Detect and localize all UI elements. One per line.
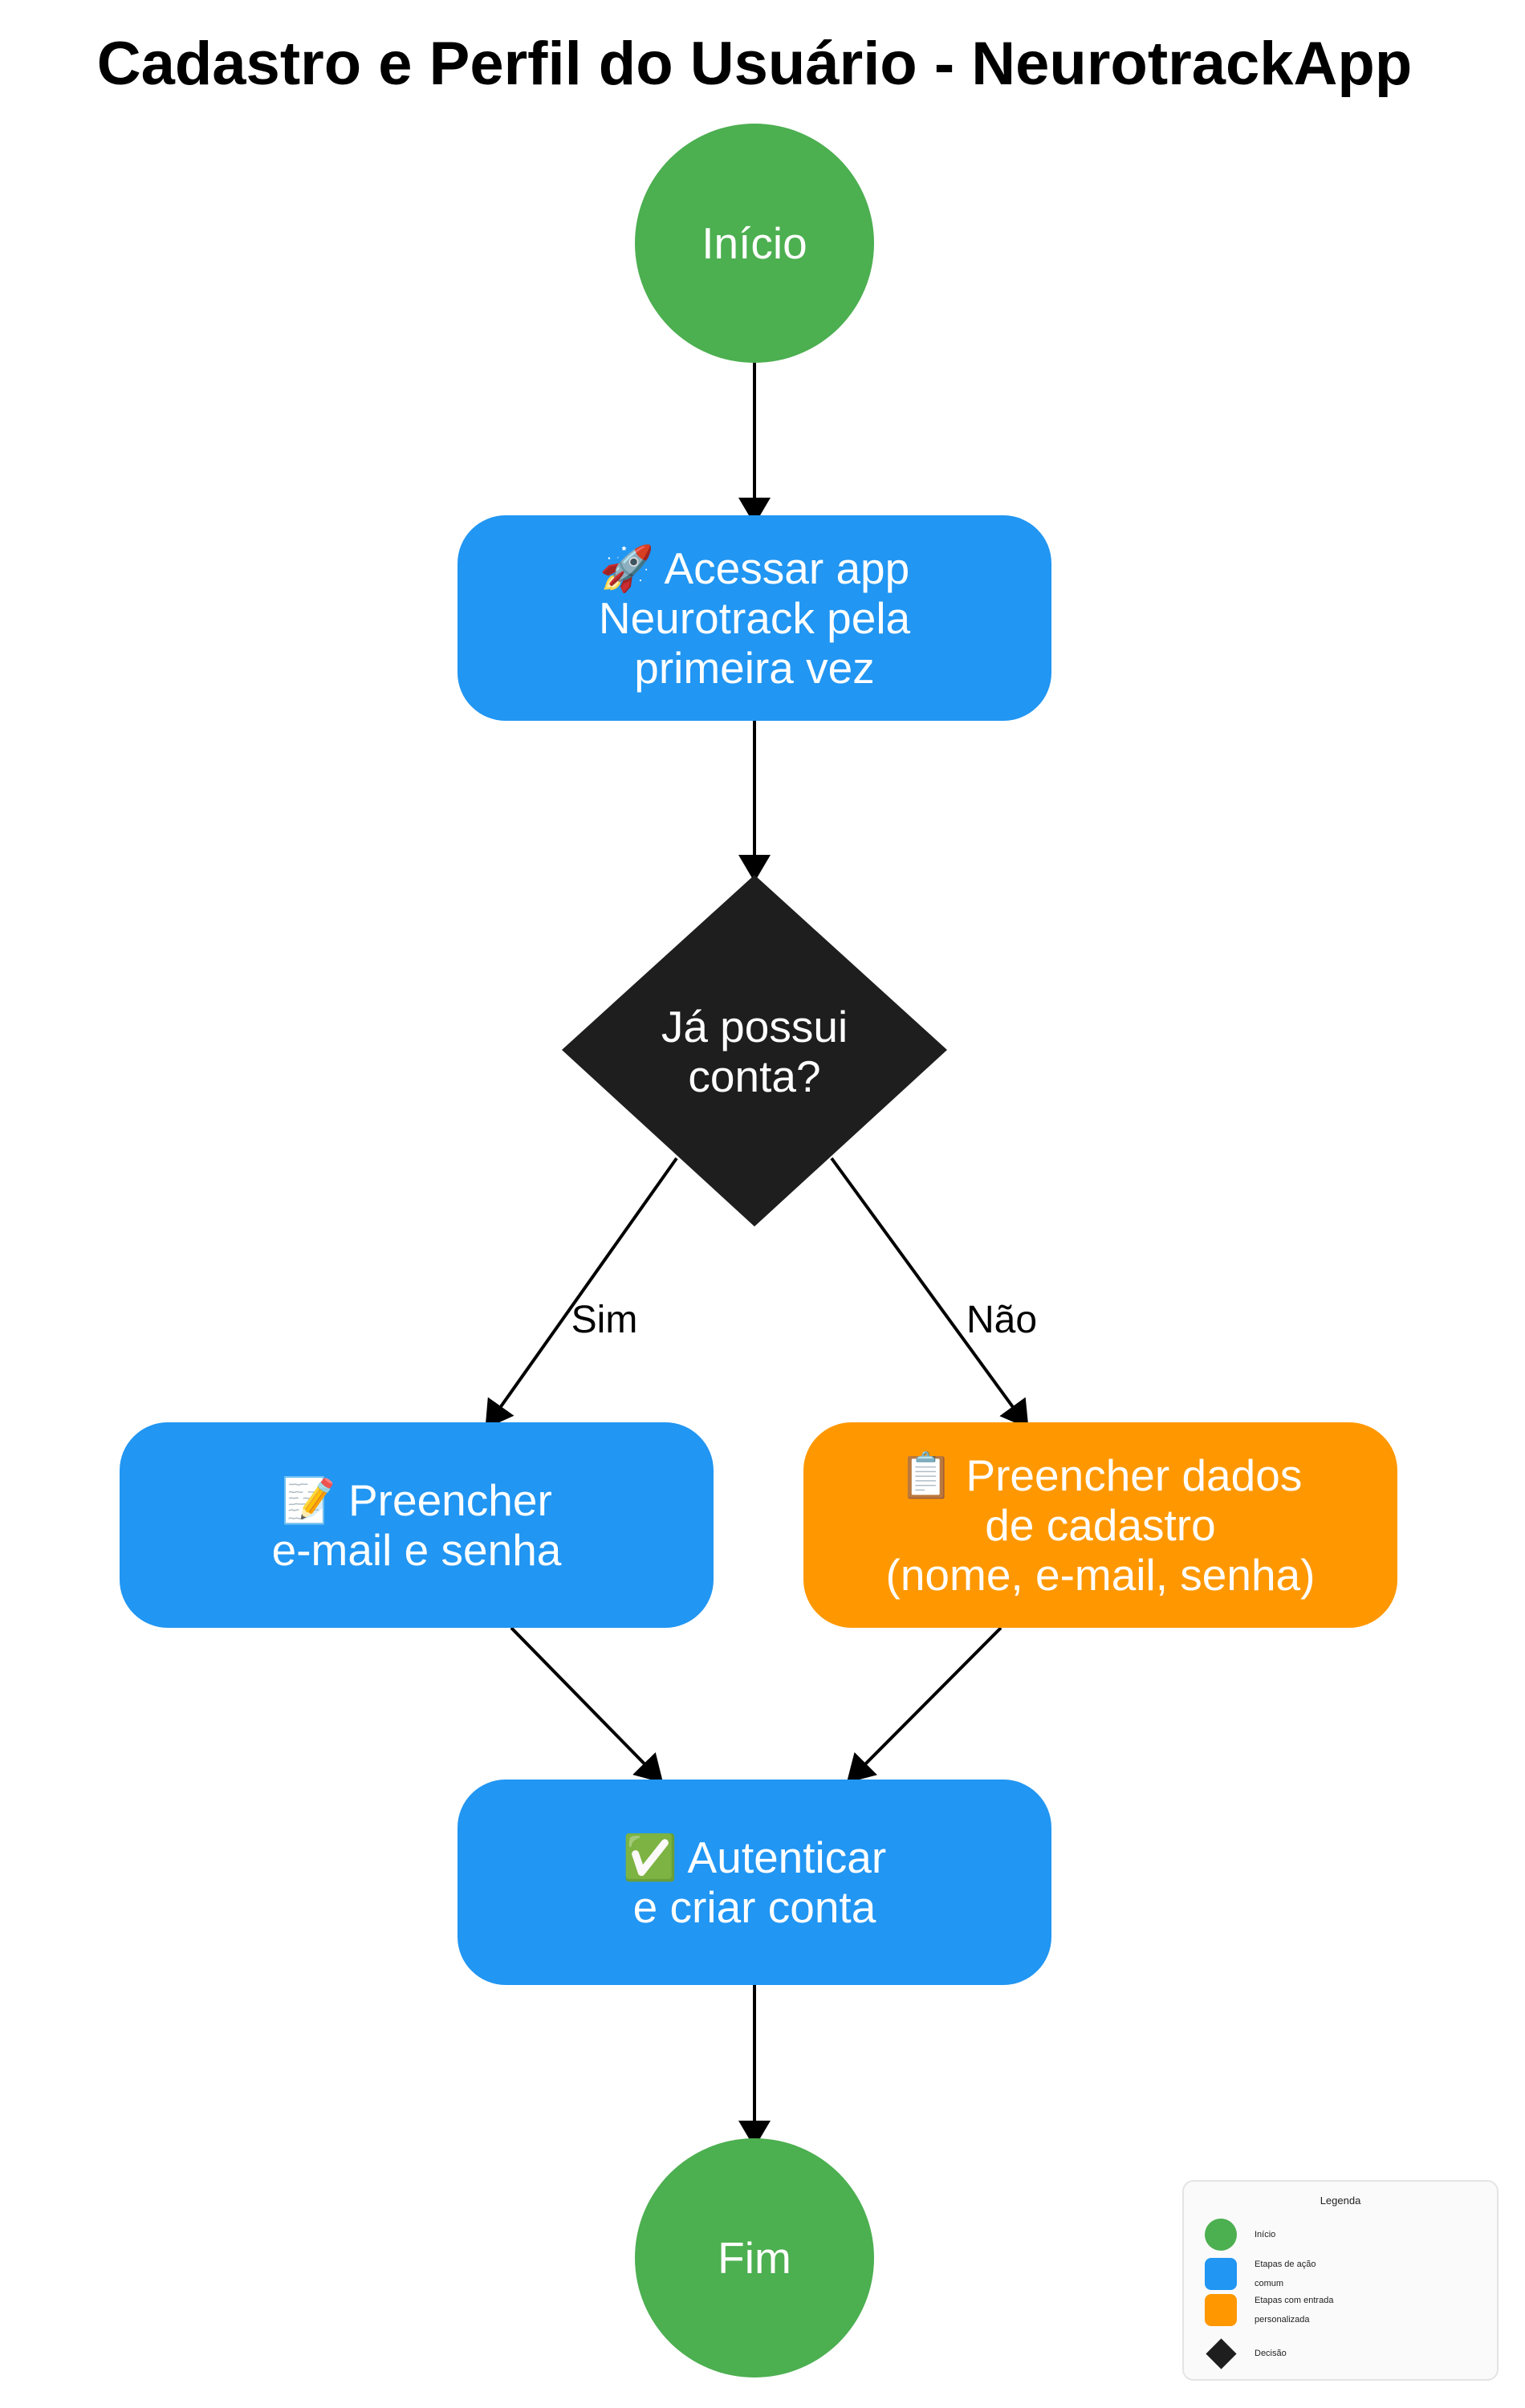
- end-node: Fim: [635, 2138, 874, 2377]
- edge-decision-yes: [485, 1157, 678, 1429]
- login-step-label: 📝 Preencher e-mail e senha: [271, 1475, 562, 1575]
- legend-item-decision: Decisão: [1205, 2337, 1343, 2369]
- end-node-label: Fim: [718, 2233, 791, 2283]
- legend-label-start: Início: [1255, 2230, 1276, 2239]
- legend-title: Legenda: [1320, 2194, 1361, 2207]
- access-app-step-label: 🚀 Acessar app Neurotrack pela primeira v…: [598, 543, 911, 693]
- signup-step: 📋 Preencher dados de cadastro (nome, e-m…: [803, 1422, 1397, 1628]
- legend-label-custom: Etapas com entrada personalizada: [1255, 2296, 1334, 2325]
- start-node: Início: [635, 124, 874, 363]
- decision-diamond: [562, 875, 947, 1226]
- blue-square-icon: [1205, 2258, 1237, 2290]
- legend-label-decision: Decisão: [1255, 2349, 1287, 2358]
- circle-icon: [1205, 2219, 1237, 2251]
- legend-item-common: Etapas de ação comum: [1205, 2255, 1343, 2293]
- decision-node: Já possui conta?: [610, 955, 899, 1148]
- edge-decision-no: [830, 1157, 1029, 1429]
- start-node-label: Início: [702, 218, 807, 268]
- edge-signup-to-auth: [846, 1626, 1002, 1784]
- login-step: 📝 Preencher e-mail e senha: [120, 1422, 714, 1628]
- signup-step-label: 📋 Preencher dados de cadastro (nome, e-m…: [885, 1450, 1316, 1600]
- edge-label-yes: Sim: [571, 1299, 638, 1341]
- legend-item-custom: Etapas com entrada personalizada: [1205, 2291, 1343, 2329]
- edge-label-no: Não: [966, 1299, 1037, 1341]
- decision-node-label: Já possui conta?: [661, 1002, 848, 1101]
- edge-login-to-auth: [510, 1626, 664, 1784]
- orange-square-icon: [1205, 2294, 1237, 2326]
- authenticate-step-label: ✅ Autenticar e criar conta: [622, 1832, 887, 1932]
- diamond-icon: [1205, 2337, 1237, 2369]
- legend: Legenda Início Etapas de ação comum Etap…: [1182, 2180, 1499, 2381]
- legend-label-common: Etapas de ação comum: [1255, 2260, 1316, 2288]
- authenticate-step: ✅ Autenticar e criar conta: [458, 1780, 1051, 1985]
- access-app-step: 🚀 Acessar app Neurotrack pela primeira v…: [458, 515, 1051, 721]
- diagram-title: Cadastro e Perfil do Usuário - Neurotrac…: [96, 30, 1413, 98]
- legend-item-start: Início: [1205, 2219, 1343, 2251]
